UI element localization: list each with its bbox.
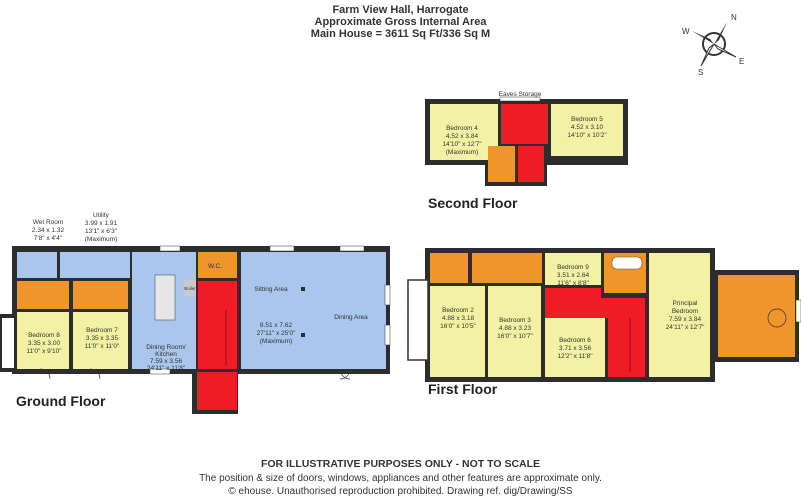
label-bedroom2: Bedroom 2 [442, 307, 474, 314]
disclaimer-text: The position & size of doors, windows, a… [199, 473, 602, 484]
label-bedroom4-m: 4.52 x 3.84 [446, 133, 479, 140]
label-principal-m: 7.59 x 3.84 [669, 316, 702, 323]
ground-floor-plan [0, 245, 391, 414]
first-floor-plan [407, 248, 801, 382]
label-utility-max: (Maximum) [85, 236, 118, 243]
label-living-m: 8.51 x 7.62 [260, 322, 293, 329]
bedroom-8 [17, 312, 69, 369]
label-bedroom7-m: 3.35 x 3.35 [86, 335, 119, 342]
first-stairs [608, 300, 645, 377]
compass-icon: N E S W [682, 13, 744, 77]
label-bedroom8: Bedroom 8 [28, 332, 60, 339]
bedroom-6 [545, 318, 605, 377]
label-dining-kitchen-2: Kitchen [155, 351, 177, 358]
bedroom-3 [488, 286, 541, 377]
dressing-room [718, 275, 795, 357]
ground-floor-label: Ground Floor [16, 393, 106, 409]
label-bedroom9: Bedroom 9 [557, 264, 589, 271]
label-bedroom8-m: 3.35 x 3.00 [28, 340, 61, 347]
label-sitting: Sitting Area [254, 286, 288, 293]
label-principal-ft: 24'11" x 12'7" [666, 324, 705, 331]
wet-room [17, 252, 57, 278]
label-bedroom4-ft: 14'10" x 12'7" [442, 141, 482, 148]
title: Farm View Hall, Harrogate [332, 4, 469, 16]
label-bedroom4: Bedroom 4 [446, 125, 478, 132]
label-utility: Utility [93, 212, 110, 219]
bedroom-7 [73, 312, 128, 369]
entrance-porch [197, 372, 237, 410]
copyright-text: © ehouse. Unauthorised reproduction proh… [228, 486, 573, 497]
disclaimer-title: FOR ILLUSTRATIVE PURPOSES ONLY - NOT TO … [260, 458, 541, 470]
ensuite-2 [430, 253, 468, 283]
main-house-area: Main House = 3611 Sq Ft/336 Sq M [310, 28, 491, 40]
second-floor-plan [425, 96, 628, 186]
label-bedroom9-ft: 11'6" x 8'8" [557, 280, 589, 287]
ensuite-8 [17, 281, 69, 309]
label-eaves: Eaves Storage [499, 91, 542, 98]
first-floor-label: First Floor [428, 381, 498, 397]
bedroom-2 [430, 286, 485, 377]
label-wet-room: Wet Room [33, 219, 64, 226]
label-dining-kitchen-ft: 24'11" x 11'8" [147, 365, 186, 372]
label-utility-m: 3.99 x 1.91 [85, 220, 118, 227]
bedroom-9 [545, 253, 601, 285]
bedroom-4 [430, 104, 498, 160]
label-bedroom5-m: 4.52 x 3.10 [571, 124, 604, 131]
label-principal-2: Bedroom [672, 308, 698, 315]
label-bedroom6-m: 3.71 x 3.56 [559, 345, 592, 352]
label-dining-area: Dining Area [334, 314, 368, 321]
ensuite-7 [73, 281, 128, 309]
first-floor-balcony [407, 279, 429, 361]
kitchen-island [154, 274, 176, 321]
label-bedroom8-ft: 11'0" x 9'10" [26, 348, 62, 355]
second-bath-a [488, 146, 515, 182]
label-living-ft: 27'11" x 25'0" [257, 330, 296, 337]
boiler [184, 280, 196, 296]
label-dining-kitchen: Dining Room/ [146, 344, 186, 351]
label-bedroom3-ft: 16'0" x 10'7" [497, 333, 533, 340]
ensuite-3 [472, 253, 542, 283]
ground-hall [198, 281, 237, 369]
label-utility-ft: 13'1" x 6'3" [85, 228, 118, 235]
label-dining-kitchen-m: 7.59 x 3.56 [150, 358, 183, 365]
label-wc: W.C. [208, 263, 222, 270]
label-bedroom5: Bedroom 5 [571, 116, 603, 123]
label-bedroom2-m: 4.88 x 3.18 [442, 315, 475, 322]
sitting-dining [241, 252, 386, 369]
label-bedroom5-ft: 14'10" x 10'2" [567, 132, 607, 139]
label-bedroom3: Bedroom 3 [499, 317, 531, 324]
compass-e: E [739, 57, 744, 66]
compass-w: W [682, 27, 690, 36]
label-bedroom6-ft: 12'2" x 11'8" [557, 353, 593, 360]
label-principal: Principal [673, 300, 698, 307]
label-bedroom7-ft: 11'0" x 11'0" [85, 343, 120, 350]
second-landing [501, 104, 548, 144]
label-bedroom2-ft: 16'0" x 10'5" [440, 323, 476, 330]
area-subtitle: Approximate Gross Internal Area [314, 16, 487, 28]
compass-s: S [698, 68, 703, 77]
label-bedroom9-m: 3.51 x 2.64 [557, 272, 590, 279]
utility-room [60, 252, 130, 278]
label-boiler: Boiler [184, 286, 196, 291]
label-bedroom6: Bedroom 6 [559, 337, 591, 344]
label-bedroom3-m: 4.88 x 3.23 [499, 325, 532, 332]
label-bedroom4-max: (Maximum) [446, 149, 479, 156]
wc [198, 252, 237, 278]
bedroom-5 [551, 104, 623, 156]
principal-bedroom [649, 253, 710, 377]
compass-n: N [731, 13, 737, 22]
label-bedroom7: Bedroom 7 [86, 327, 118, 334]
label-living-max: (Maximum) [260, 338, 293, 345]
second-stairs [518, 146, 544, 182]
label-wet-room-m: 2.34 x 1.32 [32, 227, 65, 234]
second-floor-label: Second Floor [428, 195, 518, 211]
label-wet-room-ft: 7'8" x 4'4" [34, 235, 63, 242]
first-landing-top [545, 288, 601, 298]
